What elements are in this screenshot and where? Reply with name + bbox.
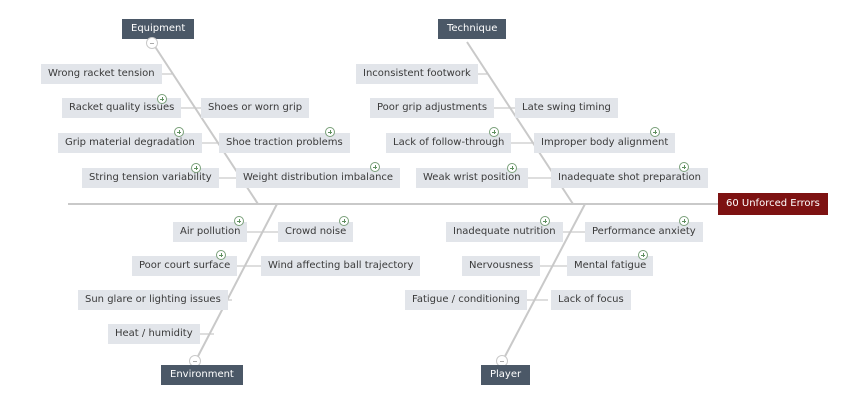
cause-inadequate-nutrition[interactable]: Inadequate nutrition [446,222,563,242]
expand-icon[interactable] [650,127,660,137]
cause-grip-material-degradation[interactable]: Grip material degradation [58,133,202,153]
expand-icon[interactable] [507,163,517,173]
bone-player [501,203,586,363]
expand-icon[interactable] [489,127,499,137]
cause-sun-glare-or-lighting-issues[interactable]: Sun glare or lighting issues [78,290,228,310]
cause-improper-body-alignment[interactable]: Improper body alignment [534,133,676,153]
expand-icon[interactable] [234,216,244,226]
expand-icon[interactable] [540,216,550,226]
cause-heat-humidity[interactable]: Heat / humidity [108,324,200,344]
cause-crowd-noise[interactable]: Crowd noise [278,222,354,242]
expand-icon[interactable] [638,250,648,260]
collapse-icon[interactable] [146,37,158,49]
cause-shoe-traction-problems[interactable]: Shoe traction problems [219,133,350,153]
category-technique[interactable]: Technique [438,19,507,39]
cause-racket-quality-issues[interactable]: Racket quality issues [62,98,182,118]
cause-air-pollution[interactable]: Air pollution [173,222,248,242]
cause-poor-court-surface[interactable]: Poor court surface [132,256,238,276]
expand-icon[interactable] [174,127,184,137]
cause-wind-affecting-ball-trajectory[interactable]: Wind affecting ball trajectory [261,256,421,276]
cause-lack-of-focus[interactable]: Lack of focus [551,290,631,310]
cause-weight-distribution-imbalance[interactable]: Weight distribution imbalance [236,168,401,188]
expand-icon[interactable] [191,163,201,173]
expand-icon[interactable] [216,250,226,260]
cause-shoes-or-worn-grip[interactable]: Shoes or worn grip [201,98,310,118]
category-player[interactable]: Player [481,365,531,385]
cause-weak-wrist-position[interactable]: Weak wrist position [416,168,528,188]
cause-mental-fatigue[interactable]: Mental fatigue [567,256,654,276]
expand-icon[interactable] [679,216,689,226]
cause-late-swing-timing[interactable]: Late swing timing [515,98,618,118]
cause-wrong-racket-tension[interactable]: Wrong racket tension [41,64,162,84]
expand-icon[interactable] [679,162,689,172]
effect-box[interactable]: 60 Unforced Errors [718,193,828,215]
cause-nervousness[interactable]: Nervousness [462,256,541,276]
expand-icon[interactable] [370,162,380,172]
bone-environment [194,203,278,363]
cause-inconsistent-footwork[interactable]: Inconsistent footwork [356,64,478,84]
category-environment[interactable]: Environment [161,365,243,385]
expand-icon[interactable] [325,127,335,137]
cause-string-tension-variability[interactable]: String tension variability [82,168,219,188]
expand-icon[interactable] [339,216,349,226]
cause-lack-of-follow-through[interactable]: Lack of follow-through [386,133,512,153]
expand-icon[interactable] [157,94,167,104]
cause-fatigue-conditioning[interactable]: Fatigue / conditioning [405,290,527,310]
category-equipment[interactable]: Equipment [122,19,195,39]
cause-performance-anxiety[interactable]: Performance anxiety [585,222,703,242]
cause-inadequate-shot-preparation[interactable]: Inadequate shot preparation [551,168,709,188]
cause-poor-grip-adjustments[interactable]: Poor grip adjustments [370,98,495,118]
